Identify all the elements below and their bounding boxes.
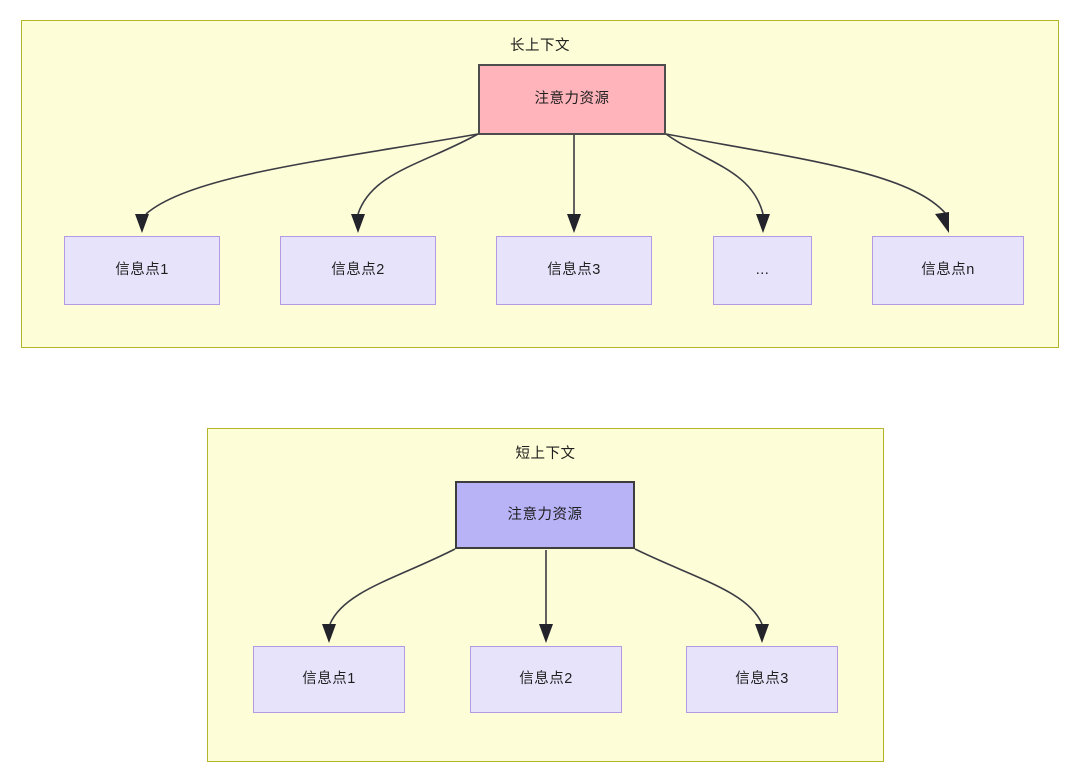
long-context-title: 长上下文 — [510, 38, 570, 54]
node-info-point-long-1[interactable]: 信息点1 — [64, 236, 220, 305]
node-label: 信息点2 — [331, 262, 385, 279]
node-info-point-long-3[interactable]: 信息点3 — [496, 236, 652, 305]
node-label: 注意力资源 — [507, 506, 583, 523]
node-label: 信息点3 — [547, 262, 601, 279]
node-info-point-short-2[interactable]: 信息点2 — [470, 646, 622, 713]
node-info-point-short-1[interactable]: 信息点1 — [253, 646, 405, 713]
node-info-point-long-2[interactable]: 信息点2 — [280, 236, 436, 305]
node-attention-resource-long[interactable]: 注意力资源 — [478, 64, 666, 135]
node-label: ... — [755, 262, 770, 279]
node-attention-resource-short[interactable]: 注意力资源 — [455, 481, 635, 549]
node-info-point-long-ellipsis[interactable]: ... — [713, 236, 812, 305]
node-label: 信息点3 — [735, 671, 789, 688]
node-label: 信息点1 — [115, 262, 169, 279]
node-info-point-short-3[interactable]: 信息点3 — [686, 646, 838, 713]
node-label: 信息点n — [921, 262, 975, 279]
node-info-point-long-n[interactable]: 信息点n — [872, 236, 1024, 305]
node-label: 信息点1 — [302, 671, 356, 688]
short-context-title: 短上下文 — [515, 446, 576, 462]
node-label: 注意力资源 — [534, 91, 610, 108]
node-label: 信息点2 — [519, 671, 573, 688]
